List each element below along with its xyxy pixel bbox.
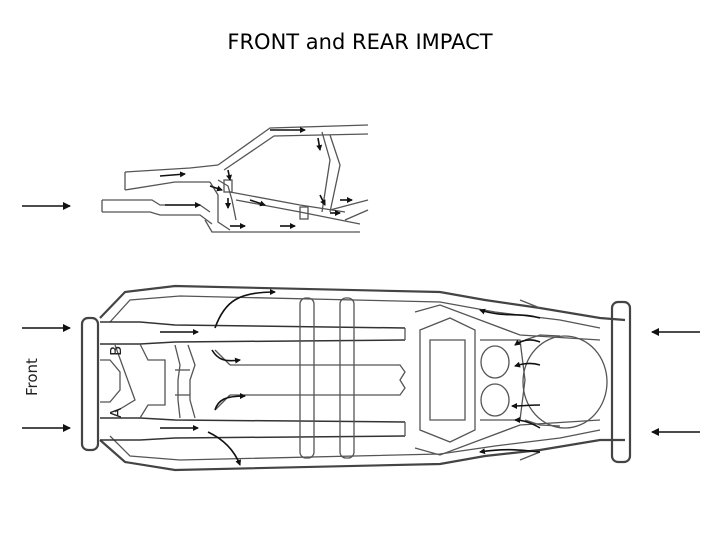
diagram-title: FRONT and REAR IMPACT [227, 30, 493, 54]
top-view-structure [80, 284, 632, 472]
label-front: Front [23, 358, 41, 396]
label-b: B [107, 346, 125, 356]
side-view-structure [101, 124, 369, 233]
load-path-arrows [160, 289, 541, 466]
label-a: A [107, 407, 125, 418]
